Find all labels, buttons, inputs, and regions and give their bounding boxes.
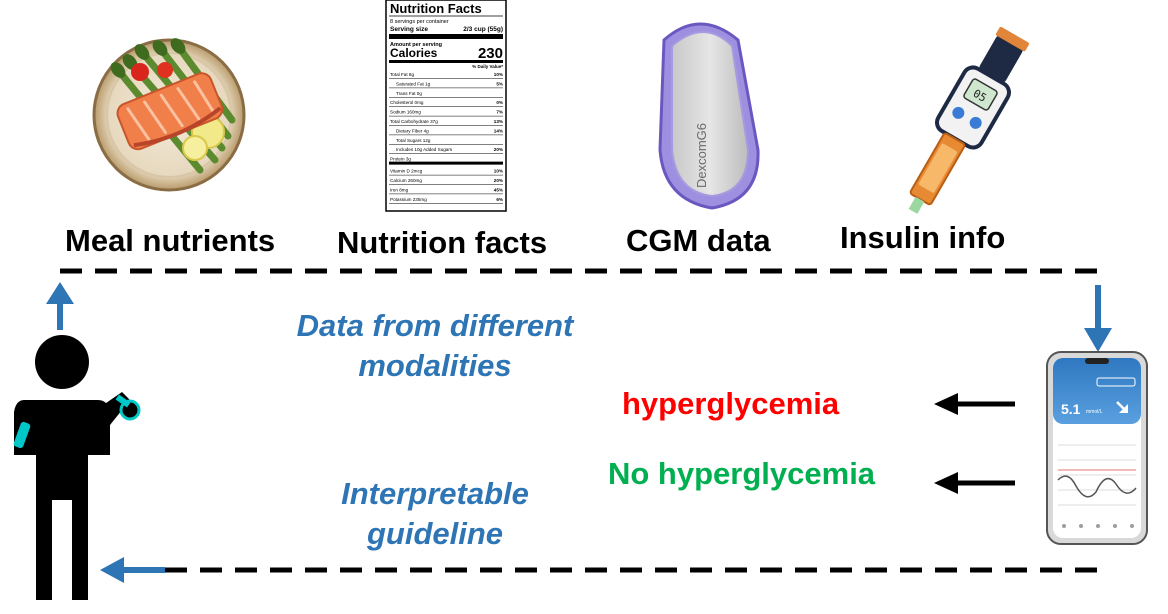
interpretable-guideline-caption: Interpretable guideline (300, 474, 570, 554)
data-modalities-line-2: modalities (358, 348, 512, 383)
nutrition-row-label: Saturated Fat 1g (396, 81, 431, 86)
nutrition-row-percent: 7% (496, 110, 503, 115)
nutrition-calories-label: Calories (390, 46, 438, 60)
nutrition-row-label: Total Carbohydrate 37g (390, 119, 438, 124)
nutrition-row-label: Total Fat 8g (390, 72, 414, 77)
nutrition-row-percent: 13% (494, 119, 503, 124)
nutrition-row-label: Potassium 235mg (390, 197, 427, 202)
guideline-line-1: Interpretable (341, 476, 529, 511)
nutrition-row-percent: 20% (494, 147, 503, 152)
nutrition-row-label: Vitamin D 2mcg (390, 169, 423, 174)
nutrition-row-label: Dietary Fiber 4g (396, 128, 429, 133)
phone-glucose-unit: mmol/L (1086, 409, 1103, 415)
up-arrow-icon (46, 282, 74, 330)
nutrition-row-percent: 14% (494, 128, 503, 133)
label-cgm-data: CGM data (626, 223, 771, 258)
nutrition-row-label: Sodium 160mg (390, 110, 421, 115)
nutrition-amount-per-serving: Amount per serving (390, 42, 442, 48)
nutrition-row-label: Includes 10g Added Sugars (396, 147, 453, 152)
nutrition-serving-size-value: 2/3 cup (55g) (463, 26, 503, 33)
cgm-brand-text: DexcomG6 (694, 123, 709, 188)
down-right-arrow-icon (1116, 401, 1128, 413)
guideline-line-2: guideline (366, 516, 504, 551)
label-insulin-info: Insulin info (840, 220, 1006, 255)
nutrition-row-percent: 10% (494, 169, 503, 174)
label-nutrition-facts: Nutrition facts (337, 225, 548, 260)
phone-glucose-reading: 5.1 (1061, 401, 1081, 417)
nutrition-row-percent: 10% (494, 72, 503, 77)
outcome-hyperglycemia: hyperglycemia (622, 386, 840, 421)
nutrition-row-label: Calcium 260mg (390, 178, 422, 183)
person-icon (13, 335, 141, 600)
cgm-device-icon: DexcomG6 (658, 22, 760, 210)
nutrition-row-label: Iron 8mg (390, 187, 409, 192)
nutrition-row-label: Cholesterol 0mg (390, 100, 424, 105)
insulin-pen-icon: 05 (908, 26, 1029, 214)
nutrition-title: Nutrition Facts (390, 1, 482, 16)
nutrition-row-percent: 20% (494, 178, 503, 183)
insulin-pen-display: 05 (971, 87, 989, 105)
data-modalities-line-1: Data from different (296, 308, 574, 343)
left-arrow-icon (100, 557, 165, 583)
nutrition-row-label: Protein 3g (390, 157, 411, 162)
nutrition-row-label: Total Sugars 12g (396, 138, 431, 143)
meal-plate-icon (92, 38, 246, 192)
nutrition-row-percent: 6% (496, 197, 503, 202)
label-meal-nutrients: Meal nutrients (65, 223, 276, 258)
nutrition-facts-label: Nutrition Facts 8 servings per container… (385, 0, 507, 212)
nutrition-row-percent: 5% (496, 81, 503, 86)
nutrition-serving-size-label: Serving size (390, 26, 428, 33)
left-arrow-icon (934, 472, 1015, 494)
nutrition-calories-value: 230 (478, 45, 503, 62)
nutrition-row-percent: 0% (496, 100, 503, 105)
nutrition-row-percent: 45% (494, 187, 503, 192)
nutrition-daily-value-header: % Daily Value* (472, 64, 503, 69)
nutrition-row-label: Trans Fat 0g (396, 91, 422, 96)
data-modalities-caption: Data from different modalities (270, 306, 600, 386)
outcome-no-hyperglycemia: No hyperglycemia (608, 456, 876, 491)
phone-icon: 5.1 mmol/L (1046, 351, 1148, 545)
nutrition-servings: 8 servings per container (390, 19, 449, 25)
nutrition-rows: Total Fat 8g 10% Saturated Fat 1g 5% Trans F… (389, 72, 503, 204)
left-arrow-icon (934, 393, 1015, 415)
down-arrow-icon (1084, 285, 1112, 352)
